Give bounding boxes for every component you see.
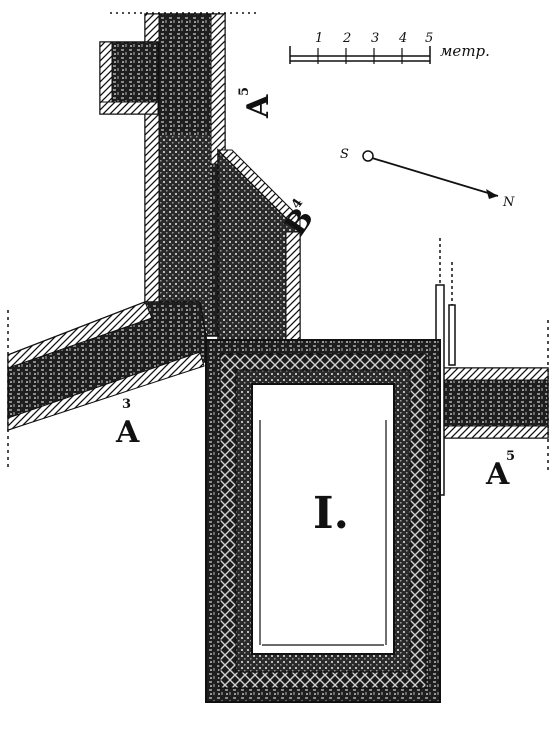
label-a5: A 5: [485, 449, 515, 492]
scale-tick-3: 3: [371, 31, 379, 46]
svg-text:A: A: [241, 94, 276, 119]
wall-a3: [7, 301, 211, 432]
wall-spur: [99, 41, 159, 115]
compass-start: S: [340, 147, 349, 162]
svg-text:5: 5: [237, 87, 252, 96]
scale-tick-4: 4: [398, 31, 407, 46]
label-a-top: A 5: [237, 87, 276, 119]
scale-unit: метр.: [440, 42, 490, 60]
wall-a5: [439, 367, 549, 439]
compass-end: N: [502, 195, 515, 210]
north-arrow: S N: [340, 147, 515, 210]
svg-text:A: A: [115, 415, 140, 450]
label-a3: A 3: [115, 397, 140, 450]
svg-text:A: A: [485, 457, 510, 492]
scale-bar: 1 2 3 4 5 метр.: [289, 31, 490, 64]
svg-text:5: 5: [506, 449, 515, 464]
room-label: I.: [313, 488, 349, 539]
room-one: [205, 339, 441, 703]
svg-text:3: 3: [122, 397, 131, 412]
wall-b4: [216, 148, 301, 341]
scale-tick-5: 5: [425, 31, 433, 46]
scale-tick-1: 1: [315, 31, 323, 46]
scale-tick-2: 2: [342, 31, 351, 46]
